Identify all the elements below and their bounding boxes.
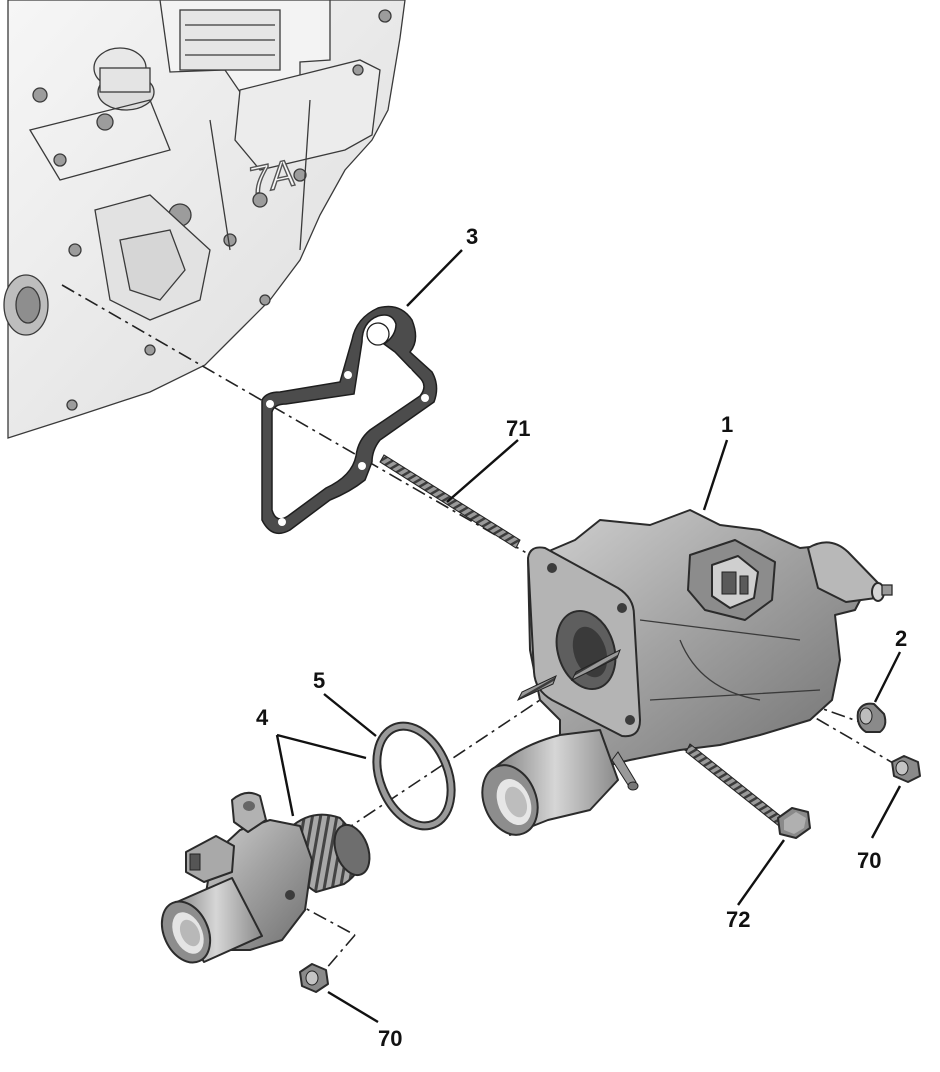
callout-nut-bottom: 70	[378, 1026, 402, 1051]
engine-block: 7A	[3, 0, 406, 439]
nut-bottom	[299, 963, 329, 993]
plug	[856, 702, 887, 733]
callout-thermostat-housing: 1	[721, 412, 733, 437]
o-ring	[372, 721, 456, 831]
leader-lines	[275, 249, 902, 1024]
callout-thermostat: 4	[256, 705, 269, 730]
stud	[379, 454, 521, 549]
callout-gasket: 3	[466, 224, 478, 249]
callout-stud: 71	[506, 416, 530, 441]
callout-plug: 2	[895, 626, 907, 651]
thermostat	[160, 791, 371, 964]
nut-right	[891, 755, 921, 783]
screw	[685, 743, 811, 839]
callout-labels: 3 71 1 2 70 72 5 4 70	[256, 224, 907, 1051]
callout-nut-right: 70	[857, 848, 881, 873]
thermostat-housing	[481, 509, 893, 836]
callout-o-ring: 5	[313, 668, 325, 693]
gasket	[261, 305, 438, 535]
callout-screw: 72	[726, 907, 750, 932]
block-marking: 7A	[245, 152, 299, 203]
